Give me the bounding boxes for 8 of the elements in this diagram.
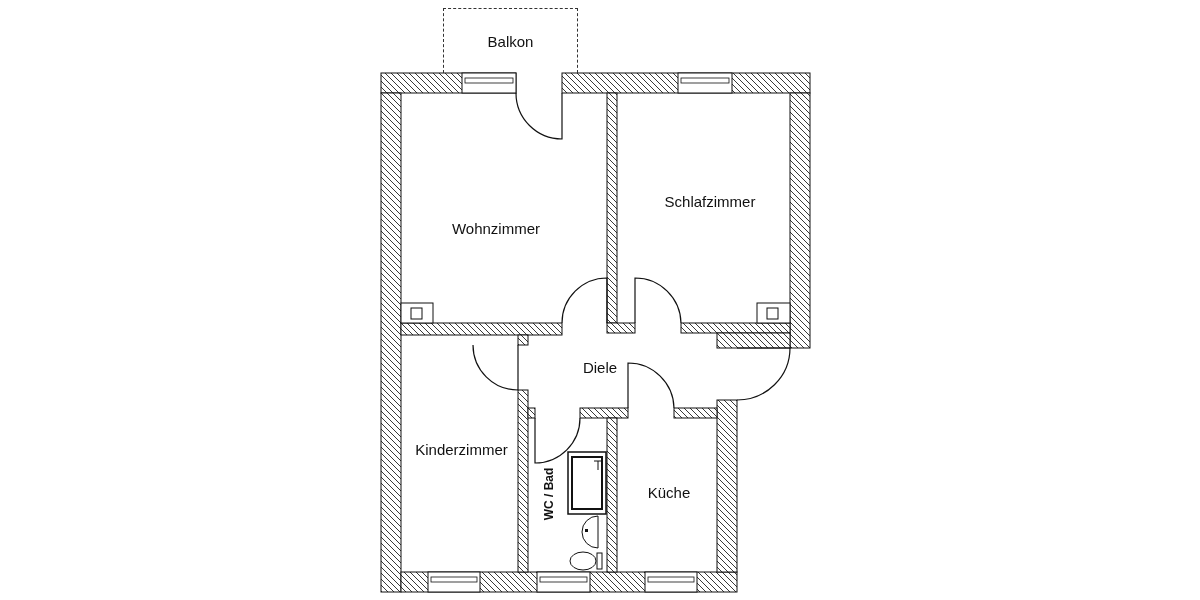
room-label: Schlafzimmer <box>664 192 756 210</box>
room-label: Kinderzimmer <box>415 440 508 458</box>
room-label: Balkon <box>487 32 534 50</box>
room-label: Diele <box>582 358 618 376</box>
room-label: WC / Bad <box>542 467 556 521</box>
room-label: Wohnzimmer <box>451 219 541 237</box>
balcony-outline <box>443 8 578 73</box>
room-label: Küche <box>647 483 691 501</box>
